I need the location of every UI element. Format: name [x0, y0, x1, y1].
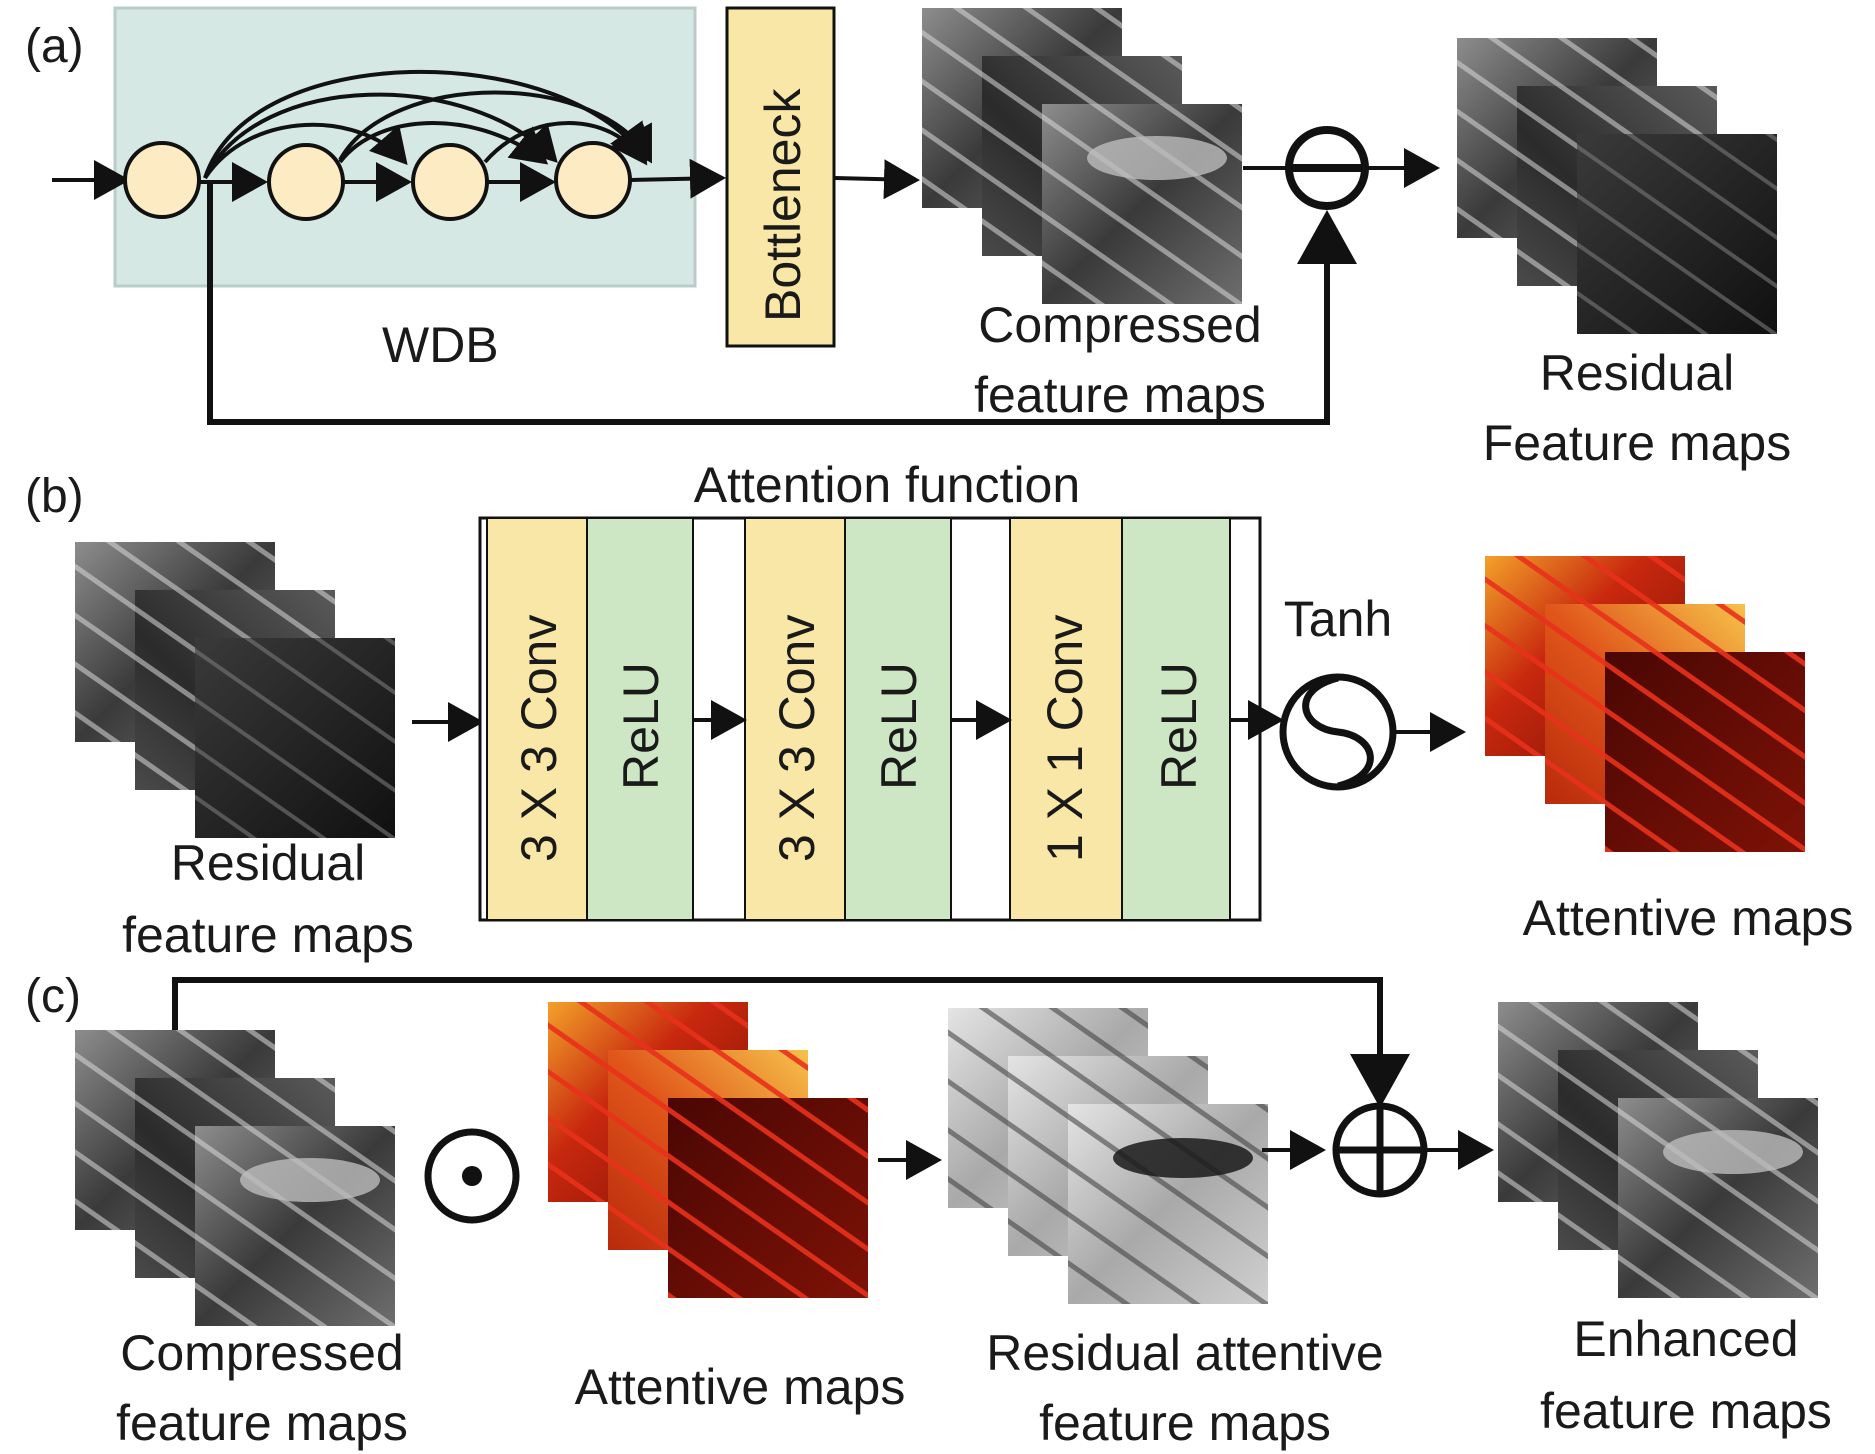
compressed-label-a-1: Compressed [978, 297, 1261, 353]
panel-b-label: (b) [25, 470, 84, 523]
compressed-feature-maps-a [922, 8, 1242, 304]
conv-layer-3 [1009, 517, 1123, 921]
skip-connection-a [207, 182, 1357, 425]
attentive-maps-c [548, 1002, 868, 1298]
residual-feature-maps-b [75, 542, 395, 838]
relu-layer-2 [844, 517, 952, 921]
skip-connection-c [172, 977, 1410, 1108]
compressed-feature-maps-c [75, 1030, 395, 1326]
wdb-label: WDB [382, 317, 499, 373]
bottleneck-block [725, 6, 836, 348]
residual-label-b-2: feature maps [122, 907, 414, 963]
relu-layer-3 [1121, 517, 1231, 921]
residual-attentive-label-c-1: Residual attentive [986, 1325, 1383, 1381]
relu-layer-1 [586, 517, 694, 921]
attentive-label-c: Attentive maps [575, 1359, 906, 1415]
layer-label-2: ReLU [613, 662, 669, 790]
wdb-node-2 [267, 143, 345, 221]
compressed-label-c-1: Compressed [120, 1325, 403, 1381]
dot-product-icon [424, 1128, 520, 1224]
enhanced-feature-maps-c [1498, 1002, 1818, 1298]
layer-label-4: ReLU [871, 662, 927, 790]
residual-attentive-maps-c [948, 1008, 1268, 1304]
enhanced-label-c-2: feature maps [1540, 1383, 1832, 1439]
conv-layer-1 [486, 517, 588, 921]
attention-title: Attention function [694, 457, 1080, 513]
panel-a-label: (a) [25, 20, 84, 73]
wdb-node-1 [123, 141, 201, 219]
plus-circle-icon [1332, 1102, 1428, 1198]
residual-attentive-label-c-2: feature maps [1039, 1395, 1331, 1451]
layer-label-6: ReLU [1151, 662, 1207, 790]
compressed-label-c-2: feature maps [116, 1395, 408, 1451]
panel-c-label: (c) [25, 970, 81, 1023]
tanh-label: Tanh [1284, 591, 1392, 647]
layer-label-5: 1 X 1 Conv [1037, 615, 1093, 862]
wdb-node-4 [554, 141, 632, 219]
layer-label-1: 3 X 3 Conv [511, 615, 567, 862]
attentive-label-b: Attentive maps [1523, 890, 1854, 946]
tanh-icon [1279, 673, 1397, 791]
dense-connections [203, 69, 652, 180]
layer-label-3: 3 X 3 Conv [769, 615, 825, 862]
wdb-node-3 [411, 143, 489, 221]
residual-feature-maps-a [1457, 38, 1777, 334]
bottleneck-label: Bottleneck [755, 88, 811, 322]
residual-label-a-1: Residual [1540, 345, 1735, 401]
attentive-maps-b [1485, 556, 1805, 852]
enhanced-label-c-1: Enhanced [1573, 1311, 1798, 1367]
residual-label-a-2: Feature maps [1483, 415, 1791, 471]
residual-label-b-1: Residual [171, 835, 366, 891]
conv-layer-2 [744, 517, 846, 921]
compressed-label-a-2: feature maps [974, 367, 1266, 423]
